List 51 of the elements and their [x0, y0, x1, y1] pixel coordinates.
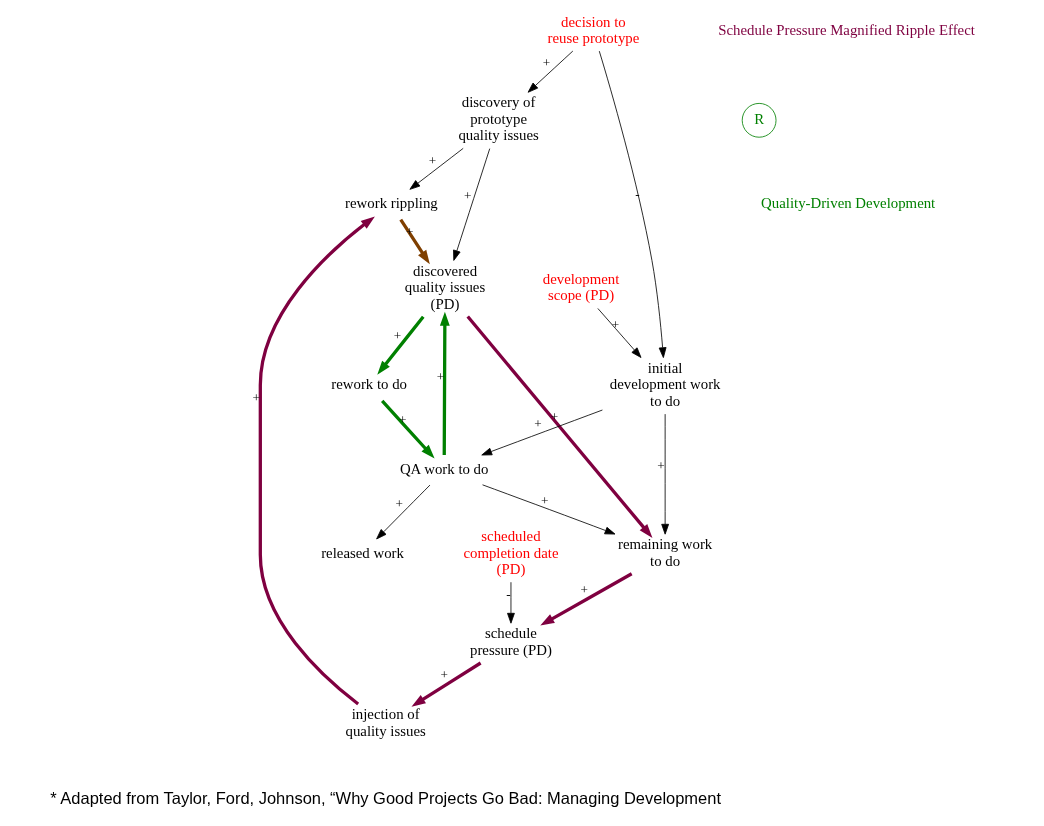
node-text: rework to do — [330, 376, 407, 393]
arrow — [480, 409, 603, 456]
arrow — [506, 581, 515, 624]
arrow — [398, 218, 430, 265]
arrow — [409, 147, 464, 190]
edge-label: - — [505, 586, 511, 602]
node-text: decision to reuse prototype — [546, 13, 639, 47]
edge-label: + — [393, 327, 401, 343]
node-text: schedule pressure (PD) — [469, 625, 552, 658]
label: R — [753, 110, 764, 127]
edge-label: + — [611, 316, 619, 332]
node-text: initial development work to do — [609, 359, 721, 409]
arrow — [258, 216, 375, 706]
arrow — [660, 413, 669, 535]
node-text: QA work to do — [399, 460, 488, 477]
node-text: remaining work to do — [617, 536, 712, 569]
edge-label: + — [251, 389, 260, 405]
arrow — [439, 311, 450, 455]
edge-label: + — [405, 223, 413, 239]
label: Schedule Pressure Magnified Ripple Effect — [717, 21, 975, 38]
arrow — [452, 148, 490, 261]
arrow — [539, 572, 632, 626]
node-text: rework rippling — [344, 195, 438, 212]
arrow — [375, 484, 430, 540]
edge-label: + — [394, 495, 403, 511]
edge-label: + — [542, 55, 550, 71]
label: Quality-Driven Development — [760, 195, 935, 212]
edge-label: + — [579, 582, 588, 598]
node-text: discovered quality issues (PD) — [404, 262, 485, 312]
node-text: released work — [320, 544, 404, 561]
edge-label: + — [398, 411, 407, 427]
edge-label: + — [656, 457, 665, 473]
arrow — [380, 399, 435, 459]
arrow — [465, 315, 652, 538]
arrow — [527, 50, 573, 93]
node-text: injection of quality issues — [344, 706, 426, 739]
edge-label: + — [440, 667, 448, 683]
label: * Adapted from Taylor, Ford, Johnson, “Why Good Projects Go Bad: Managing Development — [49, 788, 721, 807]
arrow — [598, 50, 666, 358]
node-text: scheduled completion date (PD) — [462, 528, 559, 578]
node-text: discovery of prototype quality issues — [457, 94, 539, 144]
edge-label: - — [634, 186, 640, 202]
edge-label: + — [540, 493, 548, 509]
arrow — [410, 661, 481, 707]
arrow — [376, 315, 425, 375]
node-text: development scope (PD) — [542, 270, 619, 304]
edge-label: + — [428, 152, 436, 168]
edge-label: + — [463, 188, 471, 204]
edge-label: + — [533, 416, 542, 432]
arrow — [596, 308, 641, 358]
arrow — [481, 484, 615, 535]
